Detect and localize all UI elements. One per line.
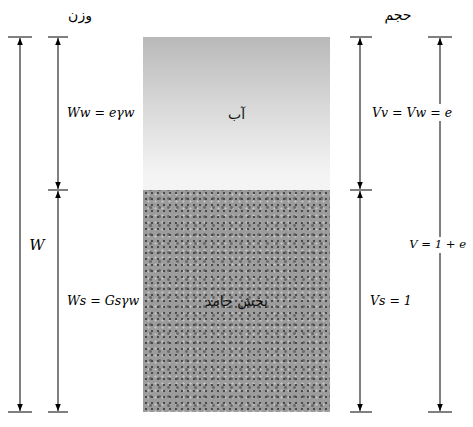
tick bbox=[8, 37, 32, 38]
tick bbox=[350, 37, 372, 38]
tick bbox=[48, 412, 68, 413]
dimension-line bbox=[20, 38, 21, 411]
tick bbox=[350, 190, 372, 191]
dimension-label: W bbox=[29, 236, 44, 254]
tick bbox=[48, 190, 68, 191]
column-heading: حجم bbox=[384, 7, 411, 24]
tick bbox=[428, 37, 452, 38]
dimension-line bbox=[58, 38, 59, 189]
tick bbox=[428, 412, 452, 413]
column-heading: وزن bbox=[68, 7, 92, 24]
dimension-line bbox=[360, 38, 361, 189]
tick bbox=[350, 412, 372, 413]
dimension-label: V = 1 + e bbox=[407, 237, 468, 253]
dimension-label: Ws = Gsγw bbox=[67, 293, 139, 308]
tick bbox=[48, 37, 68, 38]
dimension-line bbox=[58, 191, 59, 411]
water-phase: آب bbox=[143, 37, 330, 190]
phase-name: بخش جامد bbox=[201, 291, 272, 311]
dimension-label: Ww = eγw bbox=[67, 105, 135, 120]
dimension-label: Vv = Vw = e bbox=[370, 104, 454, 121]
dimension-line bbox=[440, 38, 441, 411]
dimension-label: Vs = 1 bbox=[370, 293, 412, 308]
tick bbox=[8, 412, 32, 413]
phase-name: آب bbox=[224, 104, 249, 124]
dimension-line bbox=[360, 191, 361, 411]
solid-phase: بخش جامد bbox=[143, 190, 330, 412]
